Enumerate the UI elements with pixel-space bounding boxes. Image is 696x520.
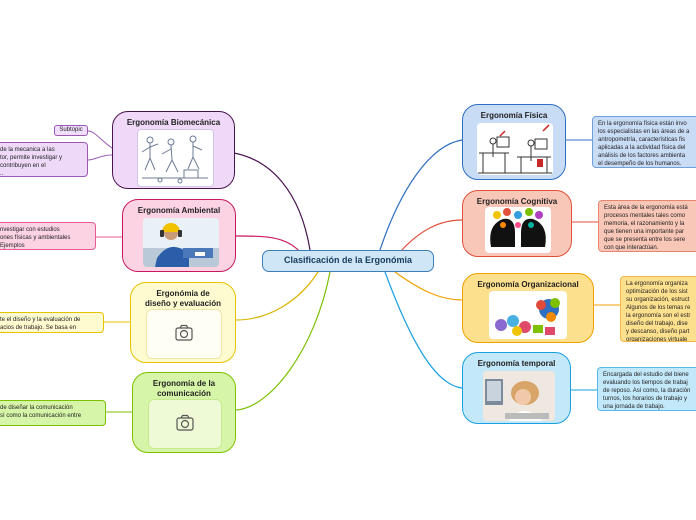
image-placeholder[interactable] (146, 309, 222, 359)
central-topic[interactable]: Clasificación de la Ergonómia (262, 250, 434, 272)
link-bio-note (87, 154, 113, 161)
node-title: Ergonomía Cognitiva (476, 197, 558, 206)
subtopic-label[interactable]: Subtopic (54, 125, 88, 136)
worker-image (143, 218, 219, 267)
link-temporal (384, 271, 463, 389)
tired-worker-image (483, 371, 555, 421)
node-ergonomia-comunicacion[interactable]: Ergonomía de la comunicación (132, 372, 236, 453)
note-ambiental: nvestigar con estudios ones físicas y am… (0, 222, 96, 250)
organization-image (489, 291, 567, 339)
note-comunicacion: de diseñar la comunicación sí como la co… (0, 400, 106, 426)
note-cognitiva: Esta área de la ergonomía está procesos … (598, 200, 696, 252)
node-title: Ergonomía temporal (477, 359, 556, 368)
workstation-image (477, 123, 553, 175)
note-diseno-evaluacion: te el diseño y la evaluación de acios de… (0, 312, 104, 333)
node-title: Ergonomía Física (480, 111, 548, 120)
node-ergonomia-fisica[interactable]: Ergonomía Física (462, 104, 566, 180)
note-organizacional: La ergonomía organiza optimización de lo… (620, 276, 696, 342)
cognitive-heads-image (485, 207, 551, 253)
link-ambiental (235, 235, 301, 253)
note-fisica: En la ergonomía física están invo los es… (592, 116, 696, 168)
node-ergonomia-organizacional[interactable]: Ergonomía Organizacional (462, 273, 594, 343)
biomechanics-image (137, 129, 214, 187)
node-ergonomia-temporal[interactable]: Ergonomía temporal (462, 352, 571, 424)
node-ergonomia-cognitiva[interactable]: Ergonomía Cognitiva (462, 190, 572, 257)
node-ergonomia-diseno-evaluacion[interactable]: Ergonómia de diseño y evaluación (130, 282, 236, 363)
node-ergonomia-ambiental[interactable]: Ergonomía Ambiental (122, 199, 236, 272)
link-fisica (379, 139, 463, 251)
link-biomecanica (233, 152, 311, 251)
image-placeholder[interactable] (148, 399, 222, 449)
note-temporal: Encargada del estudio del biene evaluand… (597, 367, 696, 411)
note-biomecanica: de la mecanica a las tor, permite invest… (0, 142, 88, 177)
node-ergonomia-biomecanica[interactable]: Ergonomía Biomecánica (112, 111, 235, 189)
node-title: Ergonomía de la comunicación (152, 379, 216, 398)
link-bio-subtopic (87, 130, 113, 149)
camera-icon (176, 414, 194, 431)
node-title: Ergonomía Organizacional (477, 280, 579, 289)
link-cognitiva (399, 219, 463, 253)
link-organizacional (394, 271, 463, 301)
node-title: Ergonómia de diseño y evaluación (144, 289, 222, 308)
node-title: Ergonomía Biomecánica (126, 118, 221, 127)
link-diseno (235, 271, 319, 321)
camera-icon (175, 324, 193, 341)
node-title: Ergonomía Ambiental (137, 206, 221, 215)
link-comunicacion (235, 271, 331, 411)
